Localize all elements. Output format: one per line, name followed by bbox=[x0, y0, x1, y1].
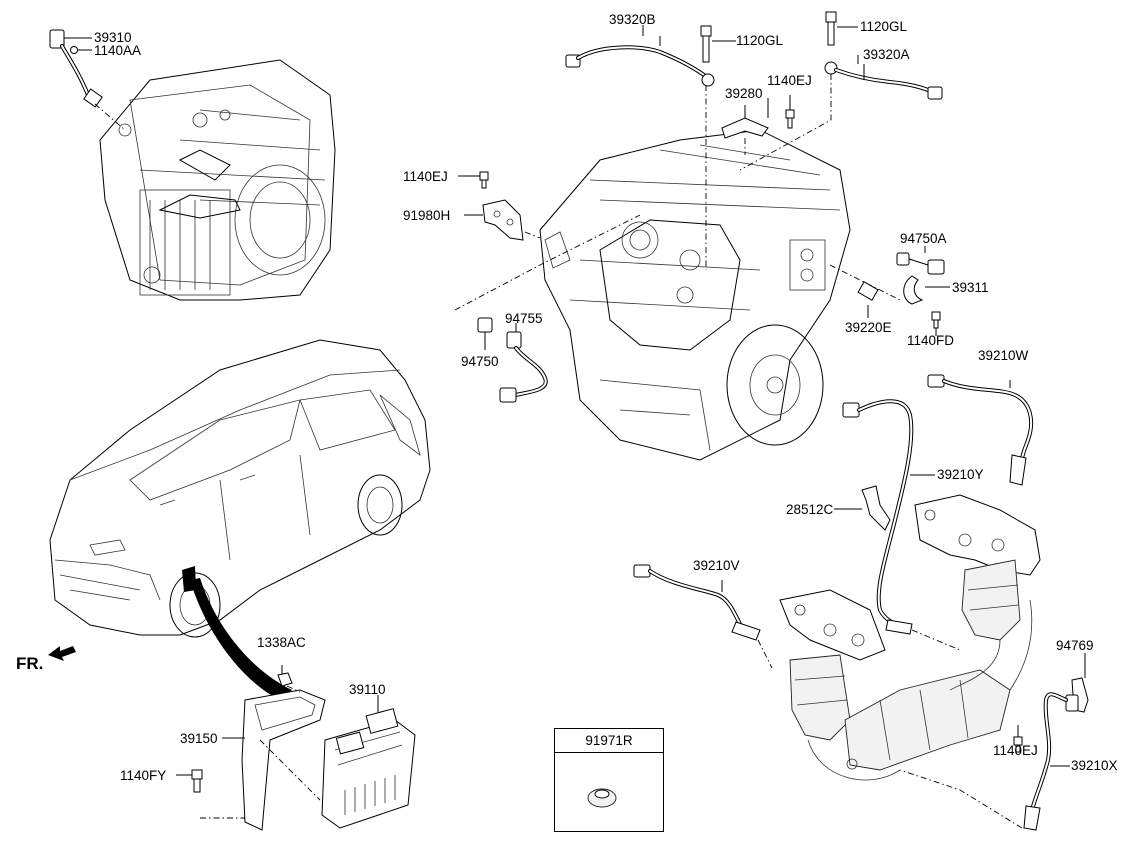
bracket-39280 bbox=[721, 95, 795, 155]
part-label-1140EJ-top: 1140EJ bbox=[767, 73, 812, 88]
arrow-left-icon bbox=[48, 646, 76, 661]
knock-sensor-39320B bbox=[565, 36, 715, 87]
part-label-39150: 39150 bbox=[180, 731, 218, 746]
grommet-91971R bbox=[587, 788, 617, 808]
part-label-39210V: 39210V bbox=[693, 558, 740, 573]
part-label-1338AC: 1338AC bbox=[257, 635, 306, 650]
bolt-1120GL-left bbox=[700, 25, 736, 270]
minivan-illustration bbox=[49, 339, 431, 700]
part-label-91980H: 91980H bbox=[403, 208, 451, 223]
transmission-illustration bbox=[99, 59, 336, 301]
front-direction-label: FR. bbox=[16, 654, 44, 673]
engine-illustration bbox=[539, 129, 851, 461]
inset-title: 91971R bbox=[555, 729, 663, 753]
part-label-94750: 94750 bbox=[461, 354, 499, 369]
oxygen-sensor-39210W bbox=[927, 374, 1034, 486]
part-label-39320B: 39320B bbox=[609, 12, 656, 27]
part-label-1140EJ-right: 1140EJ bbox=[993, 743, 1038, 758]
part-label-1140AA: 1140AA bbox=[94, 43, 142, 58]
oxygen-sensor-39210V bbox=[633, 564, 773, 669]
part-label-39320A: 39320A bbox=[863, 47, 910, 62]
part-label-39310: 39310 bbox=[94, 30, 132, 45]
part-label-28512C: 28512C bbox=[786, 502, 834, 517]
bracket-28512C bbox=[834, 485, 891, 531]
part-label-1140FD: 1140FD bbox=[907, 333, 955, 348]
part-label-1120GL-left: 1120GL bbox=[736, 33, 784, 48]
part-label-39280: 39280 bbox=[725, 86, 763, 101]
part-label-39110: 39110 bbox=[349, 682, 386, 697]
part-label-39311: 39311 bbox=[952, 280, 989, 295]
ecu-module-39110 bbox=[321, 695, 416, 829]
bracket-91980H bbox=[458, 171, 541, 241]
part-label-39210Y: 39210Y bbox=[937, 467, 984, 482]
oxygen-sensor-39210Y bbox=[842, 399, 961, 651]
part-label-1140EJ-left: 1140EJ bbox=[403, 169, 448, 184]
part-label-1140FY: 1140FY bbox=[120, 768, 167, 783]
knock-sensor-39320A bbox=[739, 61, 943, 171]
bolt-1120GL-right bbox=[825, 11, 858, 46]
part-label-39210W: 39210W bbox=[978, 348, 1029, 363]
sensor-39311 bbox=[829, 246, 950, 336]
speed-sensor-39310 bbox=[49, 29, 126, 131]
part-label-94755: 94755 bbox=[505, 311, 543, 326]
temp-sensor-39220E bbox=[857, 281, 879, 318]
part-label-94750A: 94750A bbox=[900, 231, 947, 246]
part-inset-91971R: 91971R bbox=[554, 728, 664, 832]
part-label-39210X: 39210X bbox=[1071, 758, 1118, 773]
part-label-94769: 94769 bbox=[1056, 638, 1094, 653]
leader-lines bbox=[642, 25, 859, 118]
part-label-1120GL-right: 1120GL bbox=[860, 19, 908, 34]
ecu-bracket-39150 bbox=[200, 665, 326, 831]
oxygen-sensor-39210X bbox=[899, 653, 1089, 831]
bolt-1140FY bbox=[176, 769, 203, 793]
exhaust-manifold-illustration bbox=[779, 494, 1041, 781]
sensor-94750 bbox=[454, 214, 641, 403]
part-label-39220E: 39220E bbox=[845, 320, 892, 335]
